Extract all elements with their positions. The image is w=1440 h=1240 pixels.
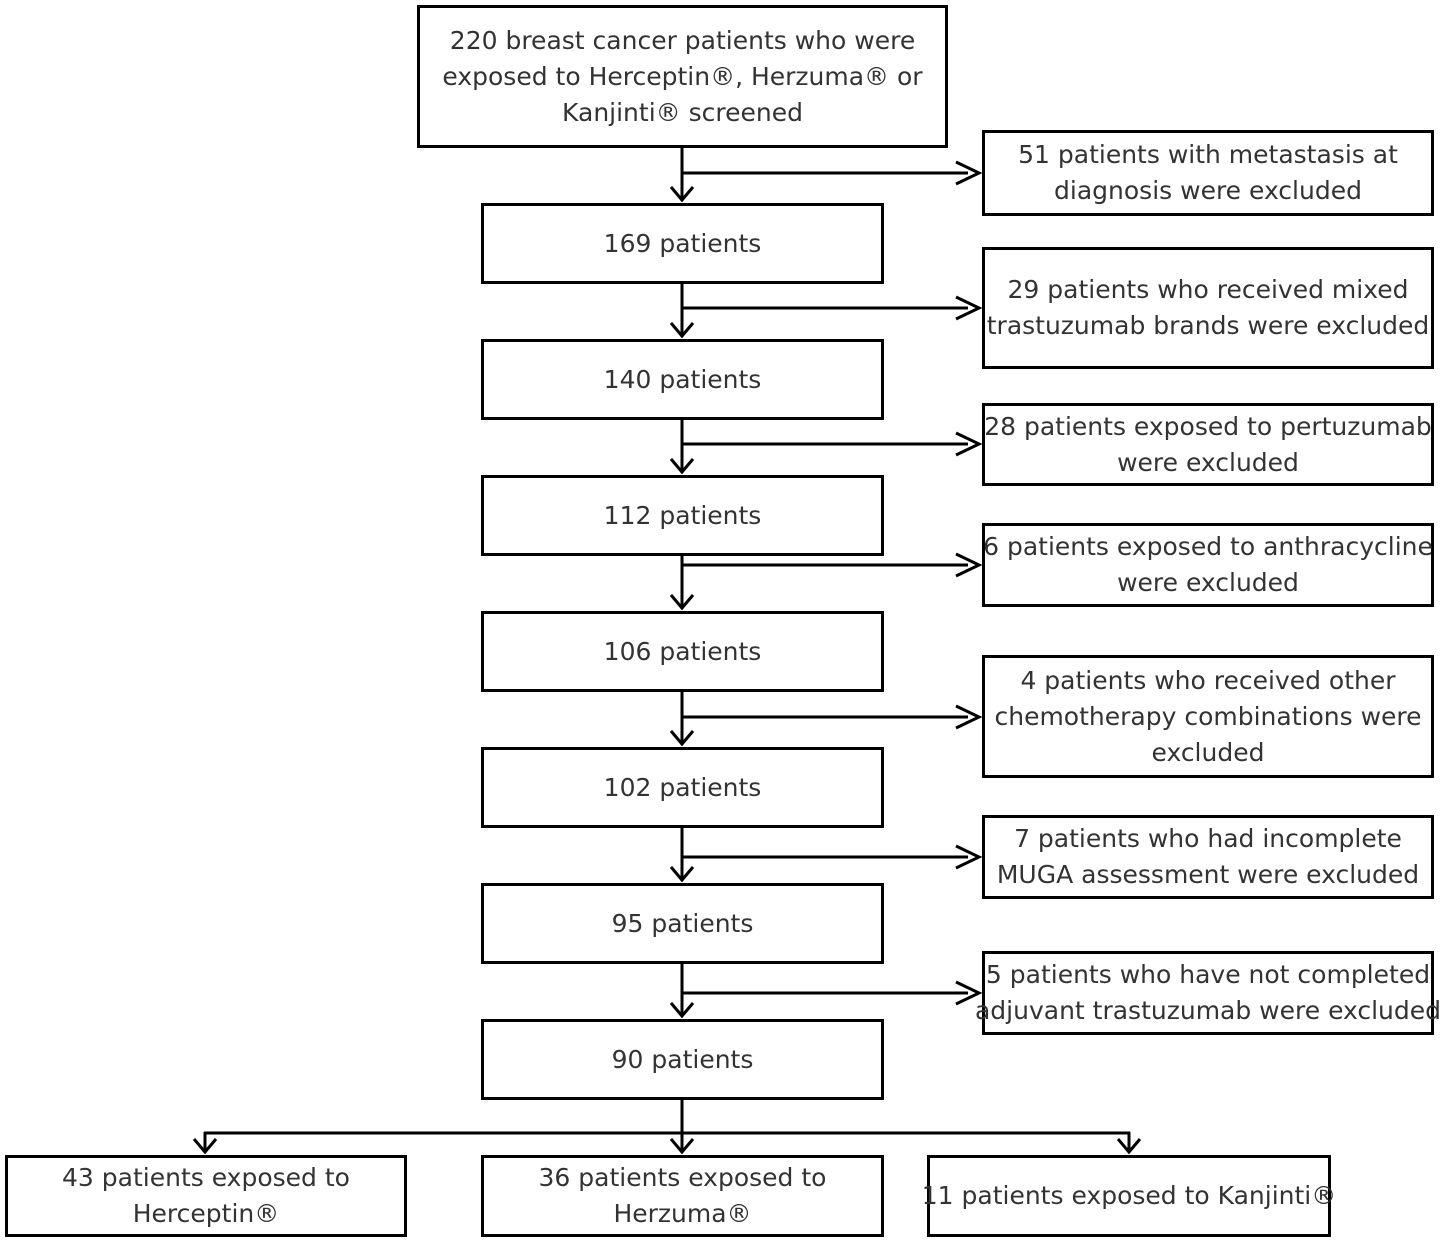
box-outcome-herceptin: 43 patients exposed to Herceptin®: [5, 1155, 407, 1237]
text-line: 169 patients: [603, 228, 762, 258]
text-line: 29 patients who received mixed: [1007, 275, 1409, 304]
text-line: trastuzumab brands were excluded: [986, 311, 1430, 340]
box-106-patients: 106 patients: [481, 611, 884, 692]
box-excluded-mixed-brands: 29 patients who received mixed trastuzum…: [982, 247, 1434, 369]
box-excluded-metastasis: 51 patients with metastasis at diagnosis…: [982, 130, 1434, 216]
text-line: excluded: [1151, 737, 1265, 767]
box-90-patients: 90 patients: [481, 1019, 884, 1100]
connector-95-to-90: [669, 964, 695, 1019]
text-line: 106 patients: [603, 636, 762, 666]
text-line: 6 patients exposed to anthracycline: [983, 532, 1433, 561]
branch-arrow-excluded-other-chemo: [682, 704, 983, 730]
text-line: 140 patients: [603, 364, 762, 394]
text-line: diagnosis were excluded: [1054, 176, 1362, 205]
box-screened: 220 breast cancer patients who were expo…: [417, 5, 948, 148]
box-140-patients: 140 patients: [481, 339, 884, 420]
text-line: Kanjinti® screened: [562, 97, 803, 127]
box-excluded-incomplete-trastuzumab: 5 patients who have not completed adjuva…: [975, 951, 1440, 1035]
text-line: Herceptin®: [132, 1199, 280, 1228]
branch-arrow-excluded-mixed-brands: [682, 295, 983, 321]
text-line: chemotherapy combinations were: [994, 701, 1422, 731]
box-169-patients: 169 patients: [481, 203, 884, 284]
box-excluded-anthracycline: 6 patients exposed to anthracycline were…: [982, 523, 1434, 607]
connector-140-to-112: [669, 420, 695, 475]
text-line: 11 patients exposed to Kanjinti®: [921, 1181, 1337, 1210]
text-line: exposed to Herceptin®, Herzuma® or: [442, 61, 923, 91]
text-line: 28 patients exposed to pertuzumab: [984, 411, 1432, 441]
text-line: 5 patients who have not completed: [985, 960, 1431, 989]
connector-102-to-95: [669, 828, 695, 883]
text-line: 90 patients: [611, 1044, 754, 1074]
text-line: 102 patients: [603, 772, 762, 802]
box-outcome-kanjinti: 11 patients exposed to Kanjinti®: [922, 1155, 1336, 1237]
text-line: 95 patients: [611, 908, 754, 938]
text-line: were excluded: [1117, 568, 1299, 597]
text-line: MUGA assessment were excluded: [996, 860, 1420, 889]
text-line: 4 patients who received other: [1020, 665, 1396, 695]
text-line: Herzuma®: [613, 1199, 752, 1228]
text-line: 43 patients exposed to: [62, 1163, 350, 1192]
branch-arrow-excluded-incomplete-trastuzumab: [682, 980, 983, 1006]
text-line: 7 patients who had incomplete: [1014, 824, 1402, 853]
text-line: adjuvant trastuzumab were excluded: [974, 996, 1440, 1025]
connector-90-to-outcomes: [192, 1100, 1142, 1155]
branch-arrow-excluded-metastasis: [682, 160, 983, 186]
box-95-patients: 95 patients: [481, 883, 884, 964]
text-line: 220 breast cancer patients who were: [449, 25, 916, 55]
box-102-patients: 102 patients: [481, 747, 884, 828]
text-line: 112 patients: [603, 500, 762, 530]
box-excluded-other-chemo: 4 patients who received other chemothera…: [982, 655, 1434, 778]
box-excluded-pertuzumab: 28 patients exposed to pertuzumab were e…: [982, 403, 1434, 486]
box-outcome-herzuma: 36 patients exposed to Herzuma®: [481, 1155, 884, 1237]
branch-arrow-excluded-anthracycline: [682, 552, 983, 578]
box-112-patients: 112 patients: [481, 475, 884, 556]
branch-arrow-excluded-muga: [682, 844, 983, 870]
text-line: were excluded: [1117, 447, 1299, 477]
branch-arrow-excluded-pertuzumab: [682, 431, 983, 457]
text-line: 36 patients exposed to: [538, 1163, 827, 1192]
text-line: 51 patients with metastasis at: [1018, 140, 1398, 169]
box-excluded-muga: 7 patients who had incomplete MUGA asses…: [982, 815, 1434, 899]
